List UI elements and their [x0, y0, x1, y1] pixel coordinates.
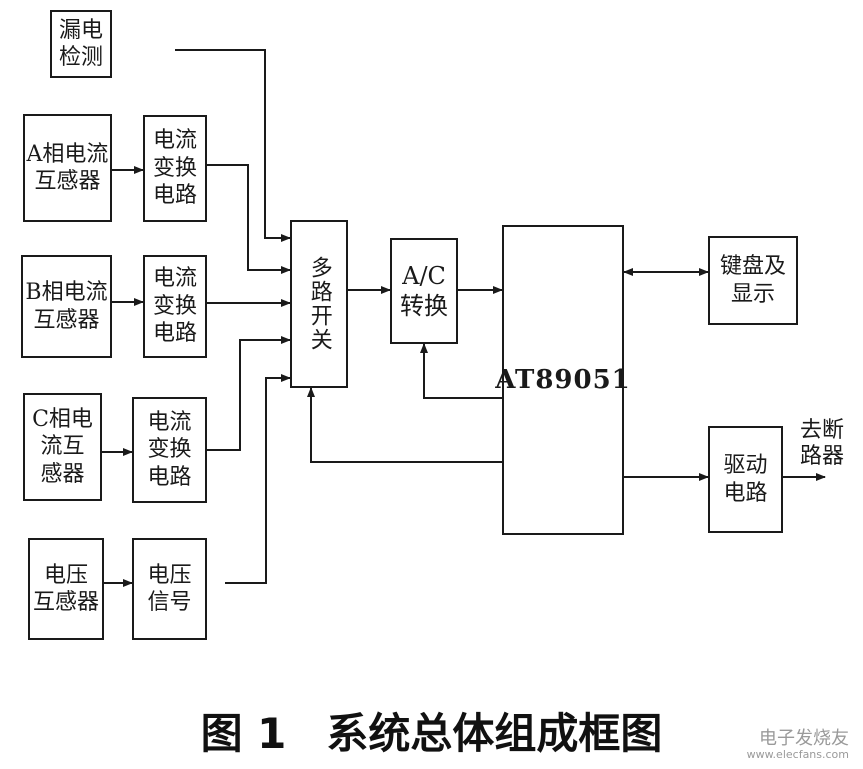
c-sensor-label: C相电 流互 感器	[32, 406, 93, 487]
watermark-name: 电子发烧友	[759, 728, 849, 750]
microcontroller-block: AT89051	[495, 225, 630, 535]
c-conv-label: 电流 变换 电路	[147, 409, 192, 490]
c-conv-to-mux-line	[207, 336, 291, 451]
a-sensor-label: A相电流 互感器	[26, 141, 109, 195]
watermark: 电子发烧友 www.elecfans.com	[747, 729, 849, 761]
ad-converter-block: A/C 转换	[390, 238, 458, 344]
mcu-to-mux-control-line	[307, 387, 502, 463]
v-sensor-label: 电压 互感器	[32, 562, 99, 616]
voltage-transformer-block: 电压 互感器	[28, 538, 104, 640]
c-phase-current-transformer-block: C相电 流互 感器	[23, 393, 102, 501]
leak-to-mux-line	[175, 49, 291, 242]
figure-caption: 图 1 系统总体组成框图	[0, 700, 863, 761]
leak-detection-block: 漏电 检测	[50, 10, 112, 78]
mcu-to-adc-control-line	[420, 343, 502, 399]
adc-label: A/C 转换	[400, 262, 448, 320]
mcu-label: AT89051	[495, 364, 631, 395]
mux-label: 多路开关	[306, 256, 332, 352]
c-current-conversion-block: 电流 变换 电路	[132, 397, 207, 503]
b-phase-current-transformer-block: B相电流 互感器	[21, 255, 112, 358]
a-current-conversion-block: 电流 变换 电路	[143, 115, 207, 222]
driver-label: 驱动 电路	[723, 453, 768, 506]
multiplexer-switch-block: 多路开关	[290, 220, 348, 388]
v-signal-to-mux-line	[225, 374, 291, 584]
watermark-url: www.elecfans.com	[746, 747, 849, 761]
keyboard-display-block: 键盘及 显示	[708, 236, 798, 325]
driver-circuit-block: 驱动 电路	[708, 426, 783, 533]
b-sensor-label: B相电流 互感器	[25, 280, 108, 333]
figure-title: 系统总体组成框图	[326, 709, 663, 758]
a-conv-label: 电流 变换 电路	[152, 128, 197, 209]
keyboard-label: 键盘及 显示	[719, 254, 786, 307]
a-conv-to-mux-line	[207, 164, 291, 274]
voltage-signal-block: 电压 信号	[132, 538, 207, 640]
a-phase-current-transformer-block: A相电流 互感器	[23, 114, 112, 222]
v-signal-label: 电压 信号	[147, 562, 192, 616]
figure-number: 图 1	[200, 709, 287, 758]
b-conv-label: 电流 变换 电路	[152, 266, 197, 347]
leak-detection-label: 漏电 检测	[58, 17, 103, 71]
b-current-conversion-block: 电流 变换 电路	[143, 255, 207, 358]
to-breaker-label: 去断 路器	[800, 418, 845, 470]
